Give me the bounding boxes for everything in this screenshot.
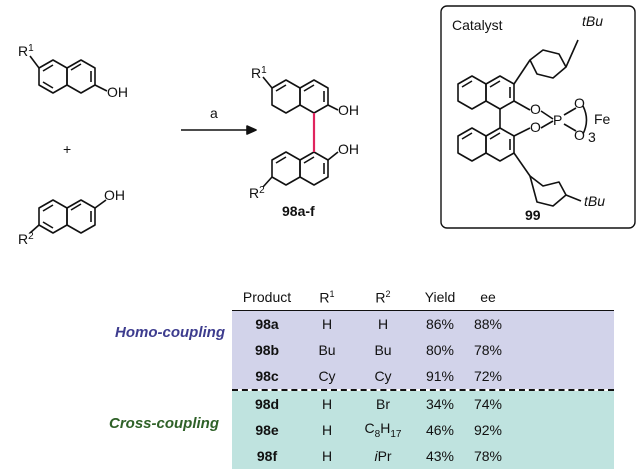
catalyst-box [440,5,636,229]
header-ee: ee [480,289,496,305]
o-label: O [530,101,541,117]
o-label: O [530,119,541,135]
header-r1: R1 [319,288,335,306]
header-yield: Yield [424,289,456,305]
header-product: Product [242,289,292,305]
oh-label: OH [104,187,125,203]
homo-coupling-label: Homo-coupling [115,324,225,341]
catalyst-compound-label: 99 [525,207,541,223]
scheme-labels: R1 OH + OH R2 a R1 OH OH R2 98a-f Cataly… [18,13,611,247]
product-r2-label: R2 [249,185,265,201]
reaction-scheme: R1 OH + OH R2 a R1 OH OH R2 98a-f Cataly… [18,5,636,247]
reactant-1-naphthol [29,55,108,94]
table-row: 98b Bu Bu 80% 78% [232,337,614,363]
table-row: 98f H iPr 43% 78% [232,443,614,469]
reactant-2-naphthol [29,199,107,234]
table-row: 98c Cy Cy 91% 72% [232,363,614,389]
r2-label: R2 [18,231,34,247]
o-label: O [574,127,585,143]
tbu-top-label: tBu [582,13,603,29]
r1-label: R1 [18,43,34,59]
product-oh-label: OH [338,102,359,118]
p-label: P [553,112,562,128]
table-header: Product R1 R2 Yield ee [232,284,614,311]
results-table: Product R1 R2 Yield ee 98a H H 86% 88% 9… [232,284,614,469]
table-row: 98d H Br 34% 74% [232,391,614,417]
o-label: O [574,95,585,111]
condition-label: a [210,105,218,121]
subscript-3-label: 3 [588,129,596,145]
catalyst-title: Catalyst [452,17,503,33]
fe-label: Fe [594,111,611,127]
product-r1-label: R1 [251,65,267,81]
oh-label: OH [107,84,128,100]
cross-coupling-label: Cross-coupling [109,415,220,432]
reaction-arrow [181,125,257,135]
product-binol [262,76,339,188]
header-r2: R2 [375,288,391,306]
product-compound-label: 98a-f [282,203,315,219]
catalyst-structure [457,39,588,207]
group-separator [232,389,614,391]
table-row: 98a H H 86% 88% [232,311,614,337]
product-oh-label: OH [338,141,359,157]
plus-sign: + [63,141,71,157]
table-row: 98e H C8H17 46% 92% [232,417,614,443]
tbu-bottom-label: tBu [584,193,605,209]
